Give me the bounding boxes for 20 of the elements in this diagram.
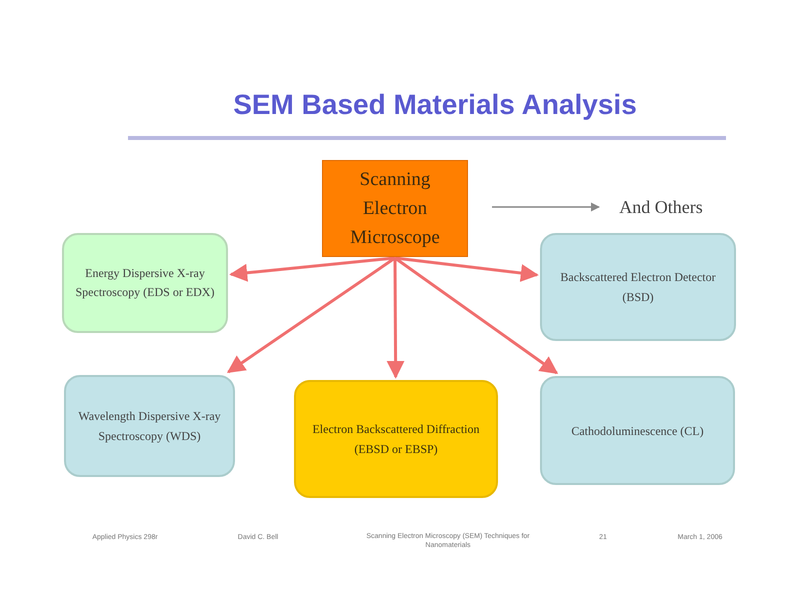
- node-label: Scanning Electron Microscope: [349, 168, 441, 250]
- node-label: Wavelength Dispersive X-ray Spectroscopy (WDS): [77, 408, 222, 445]
- node-label: And Others: [619, 196, 703, 219]
- process-box: [64, 375, 235, 477]
- node-label: Backscattered Electron Detector (BSD): [559, 269, 717, 306]
- process-box: [540, 376, 735, 485]
- slide-title: SEM Based Materials Analysis: [232, 88, 638, 122]
- arrow: [226, 256, 396, 374]
- process-box: [62, 233, 228, 333]
- node-label: Electron Backscattered Diffraction (EBSD or EBSP): [311, 421, 481, 458]
- arrow: [394, 256, 558, 374]
- process-box: [322, 160, 468, 257]
- arrow: [229, 256, 396, 282]
- arrow: [386, 258, 405, 379]
- process-box: [294, 380, 498, 498]
- arrow: [492, 202, 600, 212]
- node-label: Energy Dispersive X-ray Spectroscopy (EDS or EDX): [74, 265, 216, 301]
- process-box: [540, 233, 736, 341]
- arrow: [394, 256, 539, 282]
- node-label: Cathodoluminescence (CL): [571, 422, 704, 440]
